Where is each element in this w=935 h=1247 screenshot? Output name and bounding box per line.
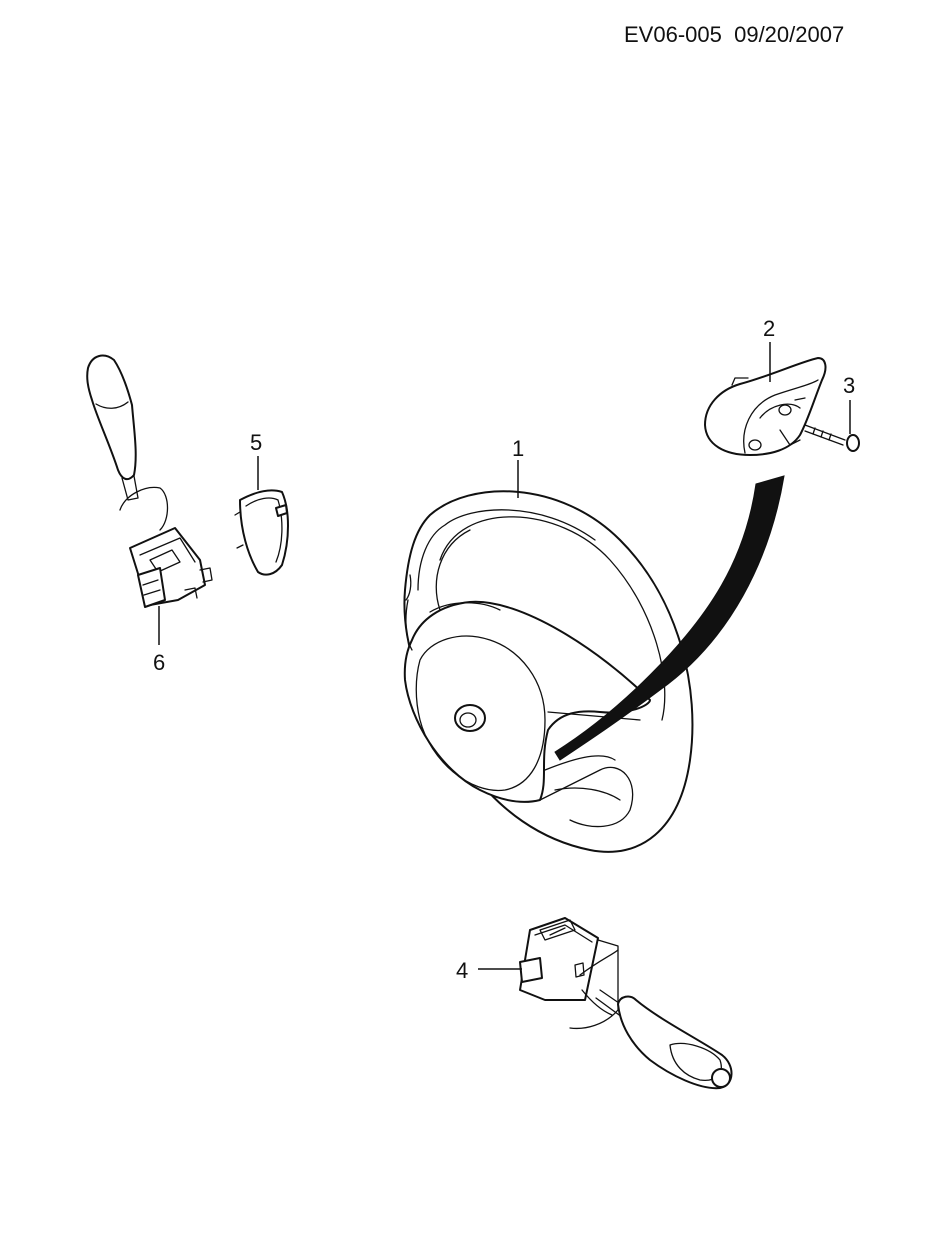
wire-harness xyxy=(554,475,785,761)
callout-1: 1 xyxy=(512,436,524,498)
callout-2: 2 xyxy=(763,316,775,382)
callout-label-1: 1 xyxy=(512,436,524,461)
callout-label-6: 6 xyxy=(153,650,165,675)
callout-label-5: 5 xyxy=(250,430,262,455)
wiper-switch xyxy=(519,917,733,1090)
callout-4: 4 xyxy=(456,958,522,983)
callout-label-3: 3 xyxy=(843,373,855,398)
diagram-reference: EV06-005 09/20/2007 xyxy=(624,22,844,48)
callout-6: 6 xyxy=(153,606,165,675)
steering-wheel xyxy=(403,490,694,853)
callout-label-2: 2 xyxy=(763,316,775,341)
callout-5: 5 xyxy=(250,430,262,490)
cover xyxy=(234,489,289,576)
callout-label-4: 4 xyxy=(456,958,468,983)
diagram-code: EV06-005 xyxy=(624,22,722,47)
diagram-date: 09/20/2007 xyxy=(734,22,845,47)
screw xyxy=(804,424,860,452)
turn-signal-switch xyxy=(86,354,213,608)
remote-switch xyxy=(704,357,827,456)
callout-3: 3 xyxy=(843,373,855,434)
